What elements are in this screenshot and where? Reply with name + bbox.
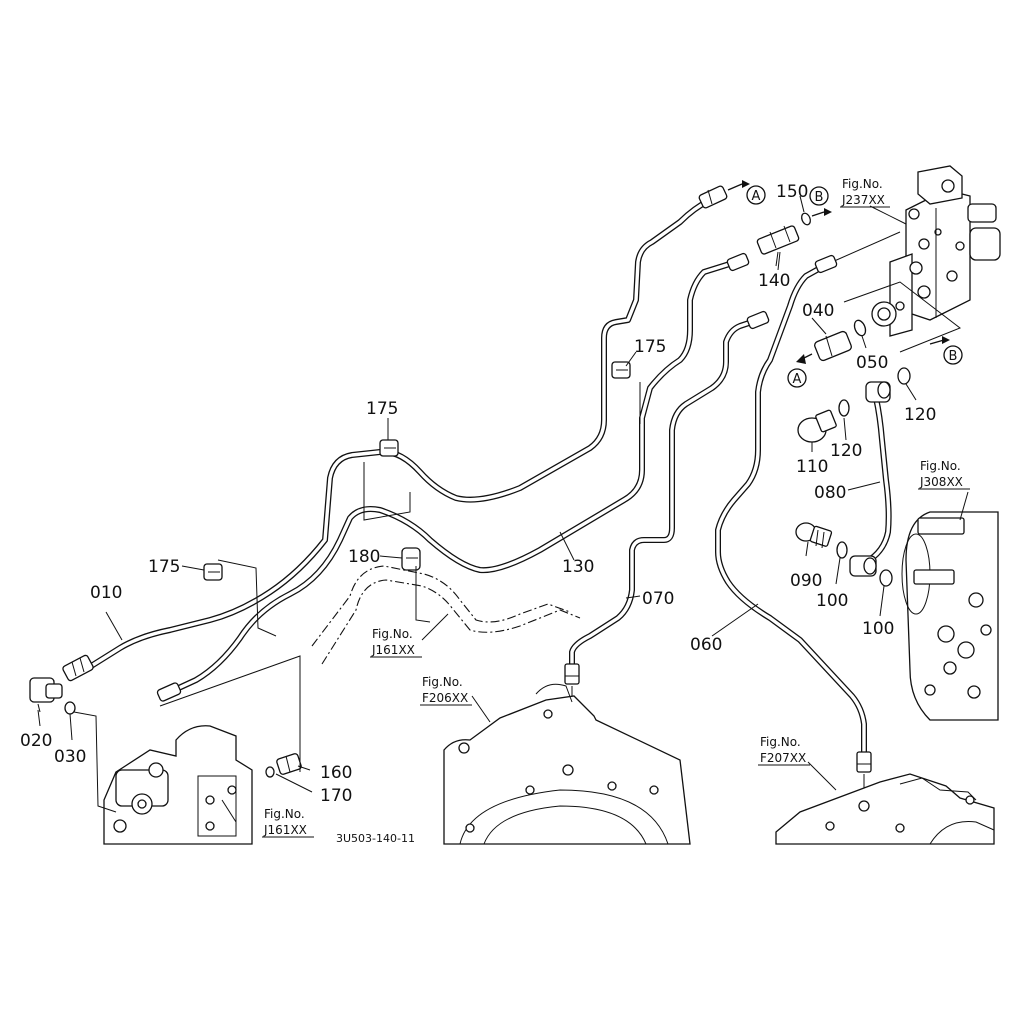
part-100-right xyxy=(879,569,893,587)
clamp-175-lower xyxy=(203,563,223,581)
fig-ref-j237-code: J237XX xyxy=(841,193,885,207)
part-140 xyxy=(756,225,800,271)
housing-lower-right xyxy=(775,773,995,845)
callout-130: 130 xyxy=(562,557,594,577)
part-110 xyxy=(797,409,837,443)
diagram-code: 3U503-140-11 xyxy=(336,832,415,845)
mark-b2-letter: B xyxy=(949,349,958,364)
fig-ref-j308-title: Fig.No. xyxy=(920,459,961,473)
part-100-left xyxy=(836,541,848,559)
fitting-130-upper xyxy=(726,252,750,272)
part-120-lower xyxy=(838,399,850,417)
housing-lower-middle xyxy=(443,683,691,845)
part-030 xyxy=(64,701,76,715)
valve-body-lower-left xyxy=(103,725,253,845)
fig-ref-j161-center: Fig.No. J161XX xyxy=(370,627,422,658)
part-170 xyxy=(265,766,275,778)
pipe-080 xyxy=(863,395,892,565)
fig-ref-f206: Fig.No. F206XX xyxy=(420,675,472,706)
pipe-070 xyxy=(569,317,761,673)
part-120-upper xyxy=(897,367,911,385)
fig-ref-j161-center-title: Fig.No. xyxy=(372,627,413,641)
pipe-010 xyxy=(85,197,713,671)
fig-ref-j161-center-code: J161XX xyxy=(371,643,415,657)
callout-170: 170 xyxy=(320,786,352,806)
pipe-060 xyxy=(715,263,867,755)
pump-assembly-right xyxy=(901,511,999,721)
fig-ref-j237-title: Fig.No. xyxy=(842,177,883,191)
fitting-130-lower xyxy=(156,682,182,702)
clamp-180 xyxy=(401,547,421,571)
callout-120-lower: 120 xyxy=(830,441,862,461)
clamp-175-middle xyxy=(379,439,399,457)
fig-ref-f206-code: F206XX xyxy=(422,691,468,705)
callout-175-lower: 175 xyxy=(148,557,180,577)
callout-020: 020 xyxy=(20,731,52,751)
pipe-060-link xyxy=(831,231,901,263)
mark-a1-letter: A xyxy=(752,189,761,204)
part-020 xyxy=(29,677,63,713)
clamp-175-upper xyxy=(611,361,631,379)
fig-ref-j237: Fig.No. J237XX xyxy=(840,177,890,208)
fig-ref-f207-title: Fig.No. xyxy=(760,735,801,749)
fig-ref-f206-title: Fig.No. xyxy=(422,675,463,689)
callout-050: 050 xyxy=(856,353,888,373)
callout-140: 140 xyxy=(758,271,790,291)
callout-040: 040 xyxy=(802,301,834,321)
part-040 xyxy=(796,330,852,364)
fitting-010-lower xyxy=(62,654,94,682)
callout-010: 010 xyxy=(90,583,122,603)
bracket-plates xyxy=(159,382,641,772)
callout-080: 080 xyxy=(814,483,846,503)
fig-ref-j161-left-title: Fig.No. xyxy=(264,807,305,821)
fig-ref-f207-code: F207XX xyxy=(760,751,806,765)
frame-outline-dashed xyxy=(311,565,581,665)
callout-labels: 010 020 030 040 050 060 070 080 090 100 … xyxy=(20,182,936,806)
part-090 xyxy=(795,522,833,549)
callout-175-middle: 175 xyxy=(366,399,398,419)
callout-175-upper: 175 xyxy=(634,337,666,357)
mark-b1: B xyxy=(809,186,829,206)
callout-150: 150 xyxy=(776,182,808,202)
fitting-010-upper xyxy=(698,180,750,209)
valve-callout-box xyxy=(843,281,962,353)
mark-b2: B xyxy=(929,336,963,365)
fig-ref-j308: Fig.No. J308XX xyxy=(918,459,970,490)
pipe-130 xyxy=(167,259,739,695)
part-150 xyxy=(801,208,832,226)
fig-ref-j161-left-code: J161XX xyxy=(263,823,307,837)
mark-a2: A xyxy=(787,368,807,388)
leader-lines xyxy=(37,195,969,823)
callout-030: 030 xyxy=(54,747,86,767)
fig-ref-j308-code: J308XX xyxy=(919,475,963,489)
fitting-070-upper xyxy=(746,310,770,330)
part-160 xyxy=(276,753,302,775)
control-valve xyxy=(871,165,1001,337)
fitting-060-upper xyxy=(814,254,838,274)
fig-ref-j161-left: Fig.No. J161XX xyxy=(262,807,314,838)
part-080-banjo-lower xyxy=(849,555,877,577)
callout-100-right: 100 xyxy=(862,619,894,639)
leader-030-body xyxy=(73,711,117,813)
mark-b1-letter: B xyxy=(815,190,824,205)
callout-110: 110 xyxy=(796,457,828,477)
callout-160: 160 xyxy=(320,763,352,783)
callout-120-upper: 120 xyxy=(904,405,936,425)
callout-180: 180 xyxy=(348,547,380,567)
callout-070: 070 xyxy=(642,589,674,609)
mark-a2-letter: A xyxy=(793,372,802,387)
callout-100-left: 100 xyxy=(816,591,848,611)
part-080-banjo-upper xyxy=(865,381,891,403)
callout-060: 060 xyxy=(690,635,722,655)
fig-ref-f207: Fig.No. F207XX xyxy=(758,735,810,766)
part-050 xyxy=(853,319,867,337)
callout-090: 090 xyxy=(790,571,822,591)
mark-a1: A xyxy=(746,185,766,205)
